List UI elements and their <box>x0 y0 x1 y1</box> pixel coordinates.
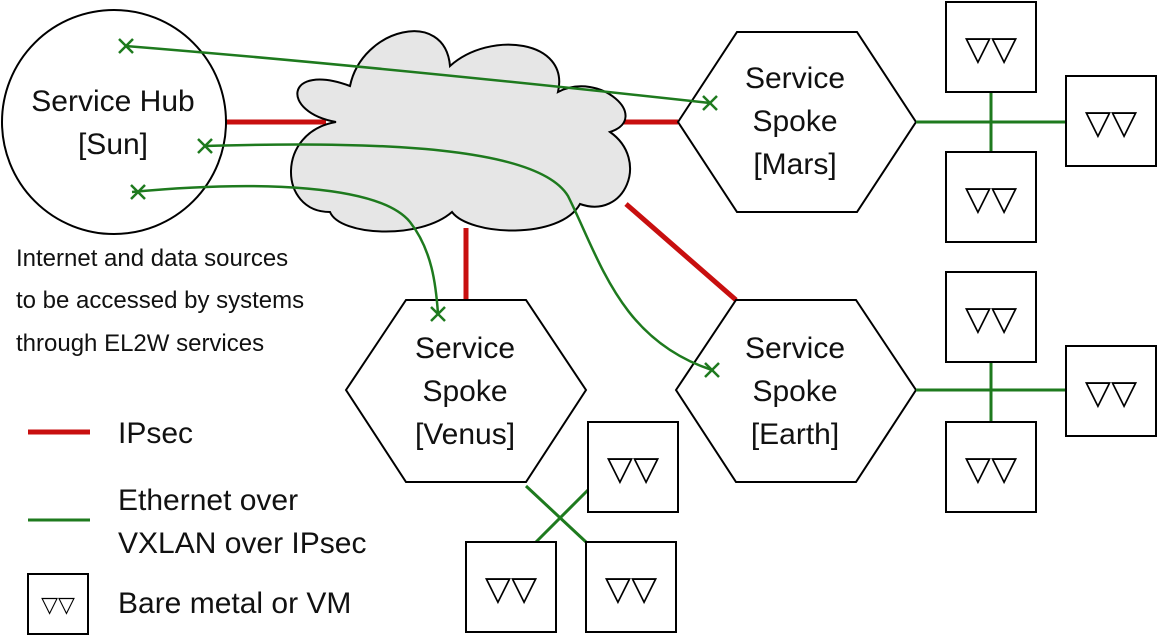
mars-label-line2: Spoke <box>752 105 837 138</box>
machine-glyph: ▽▽ <box>1085 373 1138 413</box>
endpoint-marker <box>704 362 720 378</box>
machine-glyph: ▽▽ <box>485 569 538 609</box>
machine-box: ▽▽ <box>945 421 1037 513</box>
hub-label-line1: Service Hub <box>31 85 194 118</box>
spoke-venus-hexagon <box>344 299 588 483</box>
hub-label-line2: [Sun] <box>78 128 148 161</box>
note-line3: through EL2W services <box>16 330 264 357</box>
note-line1: Internet and data sources <box>16 245 288 272</box>
legend-ethernet-label-line2: VXLAN over IPsec <box>118 527 366 560</box>
internet-cloud <box>290 30 631 233</box>
endpoint-marker <box>430 306 446 322</box>
endpoint-marker <box>130 184 146 200</box>
tunnel-hub-venus <box>131 184 440 315</box>
legend: IPsec Ethernet over VXLAN over IPsec ▽▽ … <box>27 417 366 635</box>
machines: ▽▽ ▽▽ ▽▽ ▽▽ ▽▽ ▽▽ ▽▽ ▽▽ <box>465 1 1157 633</box>
internet-note: Internet and data sources to be accessed… <box>16 245 304 357</box>
machine-box: ▽▽ <box>587 421 679 513</box>
machine-box: ▽▽ <box>465 541 557 633</box>
tunnel-hub-mars <box>125 44 711 105</box>
machine-box: ▽▽ <box>585 541 677 633</box>
endpoint-marker <box>118 38 134 54</box>
endpoint-marker <box>197 138 213 154</box>
tunnel-endpoints <box>118 38 720 378</box>
mars-label-line1: Service <box>745 62 845 95</box>
earth-label-line3: [Earth] <box>751 418 839 451</box>
machine-glyph: ▽▽ <box>1085 103 1138 143</box>
earth-label-line2: Spoke <box>752 375 837 408</box>
machine-box: ▽▽ <box>945 1 1037 93</box>
machine-glyph: ▽▽ <box>965 299 1018 339</box>
machine-box: ▽▽ <box>945 151 1037 243</box>
machine-box: ▽▽ <box>945 271 1037 363</box>
ipsec-link-earth <box>624 202 738 302</box>
machine-glyph: ▽▽ <box>965 179 1018 219</box>
machine-links <box>524 92 1066 544</box>
vxlan-tunnels <box>125 44 713 372</box>
legend-ethernet-label-line1: Ethernet over <box>118 484 298 517</box>
machine-box: ▽▽ <box>1065 75 1157 167</box>
earth-label-line1: Service <box>745 332 845 365</box>
legend-machine-label: Bare metal or VM <box>118 587 351 620</box>
venus-label-line1: Service <box>415 332 515 365</box>
machine-glyph: ▽▽ <box>607 449 660 489</box>
machine-glyph: ▽▽ <box>605 569 658 609</box>
tunnel-hub-earth <box>204 143 713 372</box>
machine-box: ▽▽ <box>1065 345 1157 437</box>
venus-label-line2: Spoke <box>422 375 507 408</box>
legend-machine-swatch: ▽▽ <box>27 573 89 635</box>
endpoint-marker <box>702 95 718 111</box>
service-hub-circle <box>1 9 227 235</box>
mars-label-line3: [Mars] <box>753 148 836 181</box>
venus-label-line3: [Venus] <box>415 418 515 451</box>
machine-glyph: ▽▽ <box>965 449 1018 489</box>
legend-machine-glyph: ▽▽ <box>41 593 75 618</box>
legend-ipsec-label: IPsec <box>118 417 193 450</box>
note-line2: to be accessed by systems <box>16 287 304 314</box>
machine-glyph: ▽▽ <box>965 29 1018 69</box>
